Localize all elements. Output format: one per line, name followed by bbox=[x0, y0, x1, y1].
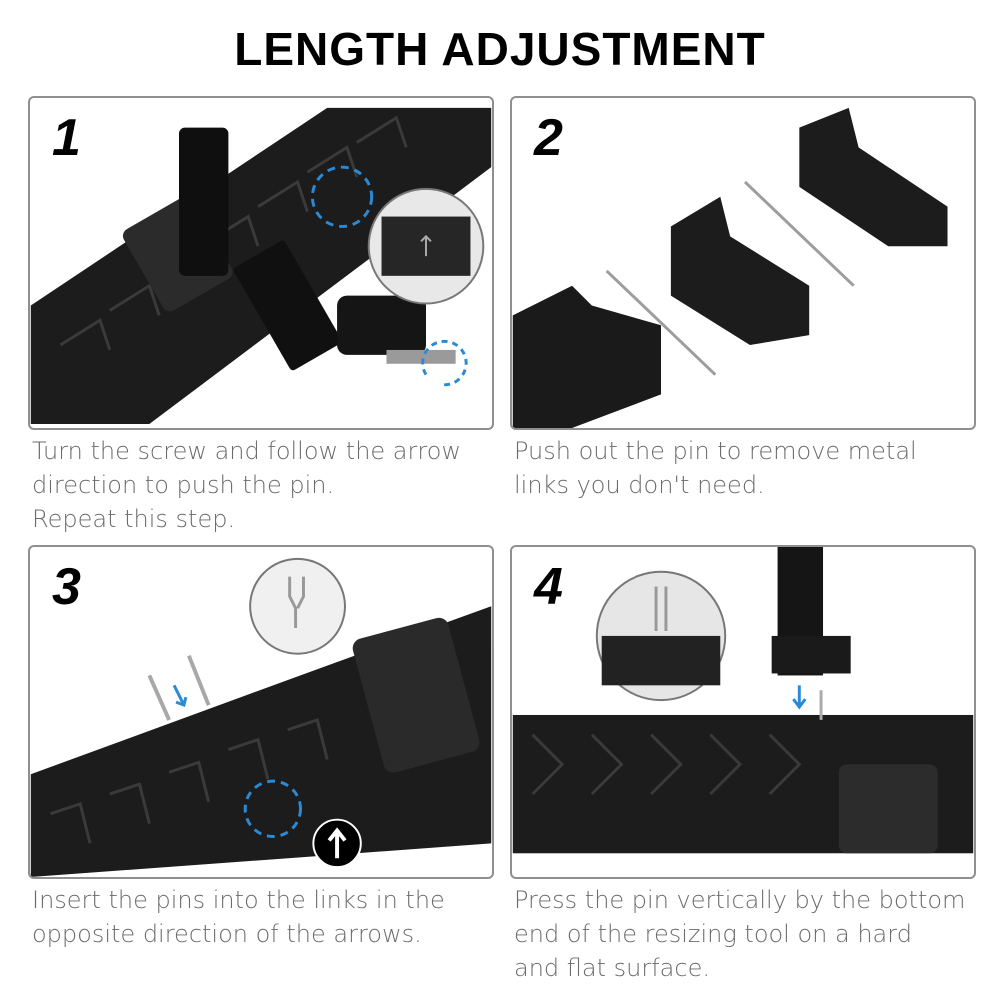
step-1-number: 1 bbox=[52, 109, 81, 167]
page-title: LENGTH ADJUSTMENT bbox=[234, 23, 766, 75]
step-2-panel: 2 bbox=[510, 96, 976, 430]
band-illustration bbox=[512, 107, 948, 428]
step-4-number: 4 bbox=[534, 558, 563, 616]
zoom-inset-icon bbox=[249, 557, 346, 655]
arrow-up-icon bbox=[312, 818, 362, 869]
caption-line: and flat surface. bbox=[514, 954, 710, 982]
pin-tool-icon bbox=[771, 547, 851, 676]
step-1-illustration bbox=[30, 107, 492, 425]
caption-line: links you don't need. bbox=[514, 471, 765, 499]
caption-line: Turn the screw and follow the arrow bbox=[32, 437, 462, 465]
step-3-caption: Insert the pins into the links in the op… bbox=[32, 883, 502, 951]
caption-line: Repeat this step. bbox=[32, 505, 236, 533]
caption-line: Press the pin vertically by the bottom bbox=[514, 886, 966, 914]
step-3-panel: 3 bbox=[28, 545, 494, 879]
caption-line: direction to push the pin. bbox=[32, 471, 335, 499]
step-4-illustration bbox=[512, 547, 974, 854]
step-2-illustration bbox=[512, 107, 948, 428]
step-1-panel: 1 bbox=[28, 96, 494, 430]
caption-line: end of the resizing tool on a hard bbox=[514, 920, 912, 948]
step-4-panel: 4 bbox=[510, 545, 976, 879]
caption-line: Push out the pin to remove metal bbox=[514, 437, 917, 465]
caption-line: Insert the pins into the links in the bbox=[32, 886, 445, 914]
zoom-inset-icon bbox=[595, 570, 727, 702]
step-3-illustration bbox=[30, 557, 492, 877]
step-4-caption: Press the pin vertically by the bottom e… bbox=[514, 883, 984, 985]
step-2-caption: Push out the pin to remove metal links y… bbox=[514, 434, 984, 502]
step-2-number: 2 bbox=[534, 109, 563, 167]
step-3-number: 3 bbox=[52, 558, 81, 616]
caption-line: opposite direction of the arrows. bbox=[32, 920, 422, 948]
step-1-caption: Turn the screw and follow the arrow dire… bbox=[32, 434, 502, 536]
zoom-inset-icon bbox=[367, 187, 485, 305]
pin-tool-icon bbox=[178, 127, 456, 371]
